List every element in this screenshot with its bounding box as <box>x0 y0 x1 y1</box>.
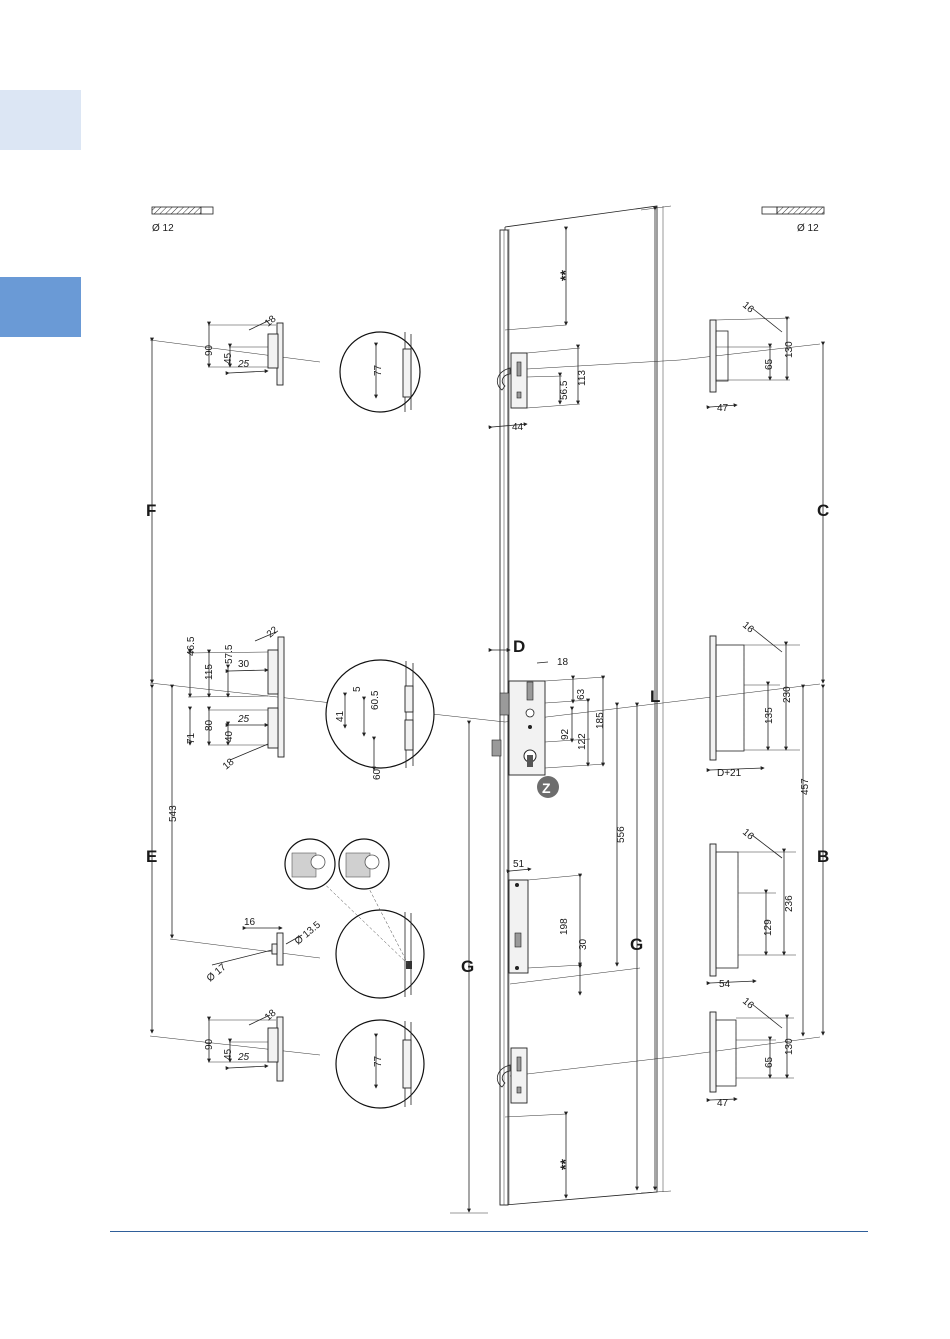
door-outline <box>450 206 671 1213</box>
r-dim-135: 135 <box>764 707 775 724</box>
dim-30-secondary: 30 <box>578 938 589 950</box>
r-dim-54: 54 <box>719 979 731 990</box>
label-g-right: G <box>630 935 643 954</box>
dim-77-top: 77 <box>373 364 384 376</box>
pin-strike-left: 16 Ø 13.5 Ø 17 <box>205 917 323 984</box>
right-strike-lower: 16 129 236 54 <box>710 827 796 990</box>
dim-90-bottom: 90 <box>204 1038 215 1050</box>
r-dim-130-bottom: 130 <box>784 1038 795 1055</box>
right-strike-middle: 16 135 230 D+21 <box>710 620 800 779</box>
dim-80: 80 <box>204 719 215 731</box>
cylinder-thumbnails <box>285 839 389 889</box>
r-dim-d21: D+21 <box>717 768 742 779</box>
dim-18-lock: 18 <box>557 657 569 668</box>
rod-legend-right: Ø 12 <box>762 207 824 234</box>
dim-45-bottom: 45 <box>223 1048 234 1060</box>
rod-diameter-right: Ø 12 <box>797 223 819 234</box>
r-dim-130-top: 130 <box>784 341 795 358</box>
dim-16-pin: 16 <box>244 917 256 928</box>
dim-122: 122 <box>577 733 588 750</box>
label-l: L <box>650 687 660 706</box>
dim-41: 41 <box>335 710 346 722</box>
secondary-lock-case: 51 198 30 <box>509 859 589 995</box>
dim-77-bottom: 77 <box>373 1055 384 1067</box>
dim-18-top: 18 <box>263 313 279 329</box>
asterisks-bottom: ** <box>557 1159 573 1170</box>
dim-185: 185 <box>595 712 606 729</box>
label-d: D <box>513 637 525 656</box>
dim-44: 44 <box>512 422 524 433</box>
dim-113: 113 <box>577 370 588 386</box>
dim-45-top: 45 <box>223 352 234 364</box>
strike-plate-left-top: 90 45 25 18 <box>204 313 283 385</box>
r-dim-65-bottom: 65 <box>764 1056 775 1068</box>
strike-plate-left-bottom: 90 45 25 18 <box>204 1007 283 1081</box>
dim-198: 198 <box>559 918 570 935</box>
r-dim-16-bottom: 16 <box>740 996 756 1012</box>
detail-circle-middle: 5 60.5 41 60 <box>326 660 434 780</box>
rod-legend-left: Ø 12 <box>152 207 213 234</box>
r-dim-16-top: 16 <box>740 300 756 316</box>
dim-92: 92 <box>560 728 571 740</box>
r-dim-236: 236 <box>784 895 795 912</box>
r-dim-230: 230 <box>782 686 793 703</box>
label-f: F <box>146 501 156 520</box>
dim-556: 556 <box>616 826 627 843</box>
r-dim-65-top: 65 <box>764 358 775 370</box>
dim-60-5: 60.5 <box>370 690 381 710</box>
dim-56-5: 56.5 <box>559 380 570 400</box>
r-dim-16-lower: 16 <box>740 827 756 843</box>
dim-18-middle: 18 <box>221 756 237 772</box>
r-dim-16-middle: 16 <box>740 620 756 636</box>
dim-543: 543 <box>168 805 179 822</box>
dim-115: 115 <box>204 664 215 680</box>
dim-46-5: 46.5 <box>186 636 197 656</box>
dim-40: 40 <box>224 730 235 742</box>
dim-457: 457 <box>800 778 811 795</box>
dim-17: Ø 17 <box>205 962 229 985</box>
dim-5: 5 <box>352 686 363 692</box>
detail-circle-top: 77 <box>340 332 420 412</box>
r-dim-129: 129 <box>763 919 774 936</box>
label-c: C <box>817 501 829 520</box>
dim-63: 63 <box>576 688 587 700</box>
z-badge-label: Z <box>542 780 551 796</box>
dim-25-middle: 25 <box>237 714 250 725</box>
dim-25-top: 25 <box>237 359 250 370</box>
right-strike-bottom: 16 65 130 47 <box>710 996 795 1109</box>
dim-60: 60 <box>372 768 383 780</box>
dim-71: 71 <box>186 732 197 744</box>
label-g-left: G <box>461 957 474 976</box>
main-dimensions <box>152 210 823 1212</box>
dim-57-5: 57.5 <box>224 644 235 664</box>
projection-lines <box>150 325 820 1117</box>
r-dim-47-bottom: 47 <box>717 1098 729 1109</box>
detail-circle-bottom: 77 <box>336 1020 424 1108</box>
dim-18-bottom: 18 <box>263 1007 279 1023</box>
dim-13-5: Ø 13.5 <box>293 919 323 947</box>
r-dim-47-top: 47 <box>717 403 729 414</box>
dim-25-bottom: 25 <box>237 1052 250 1063</box>
detail-circle-pin <box>312 872 424 998</box>
strike-plate-left-middle: 46.5 57.5 22 115 30 80 25 71 40 18 <box>186 624 284 772</box>
rod-diameter-left: Ø 12 <box>152 223 174 234</box>
asterisks-top: ** <box>557 270 573 281</box>
dim-30-left: 30 <box>238 659 250 670</box>
right-strike-top: 16 65 130 47 <box>710 300 795 414</box>
dim-90-top: 90 <box>204 344 215 356</box>
label-e: E <box>146 847 157 866</box>
dim-51: 51 <box>513 859 525 870</box>
label-b: B <box>817 847 829 866</box>
